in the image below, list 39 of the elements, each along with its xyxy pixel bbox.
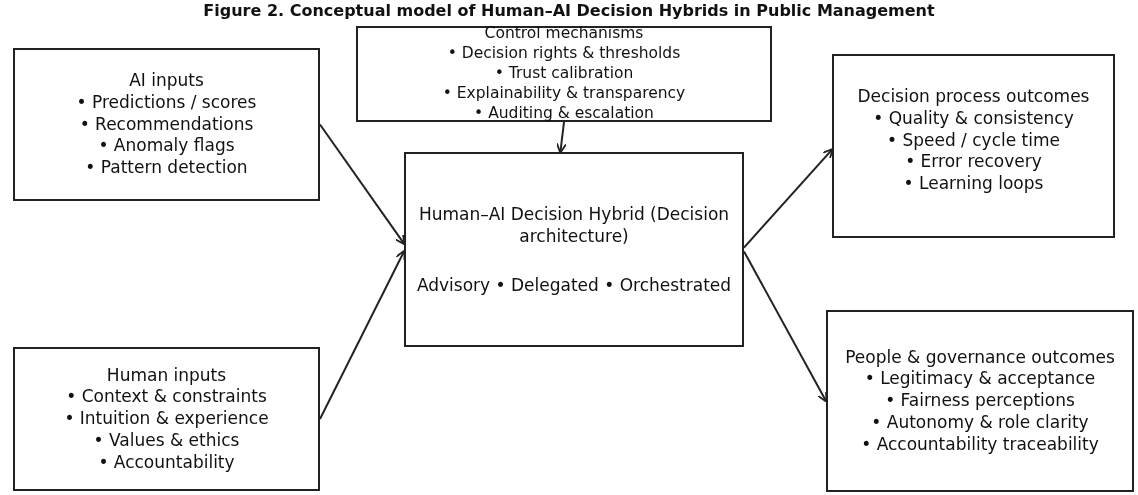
box-heading: Human inputs [106,364,227,387]
bullet-item: • Accountability traceability [861,433,1099,456]
arrow [743,250,828,403]
bullet-item: • Autonomy & role clarity [871,411,1089,434]
arrow [743,148,834,249]
box-heading: Control mechanisms [484,24,644,45]
concept-box [832,54,1115,238]
concept-box [826,310,1134,492]
box-heading: Decision process outcomes [857,86,1090,108]
arrow [319,249,406,420]
concept-box [404,152,744,347]
concept-box [13,347,320,491]
bullet-item: • Speed / cycle time [887,129,1060,152]
bullet-item: • Auditing & escalation [474,103,654,124]
concept-box [356,26,772,122]
bullet-item: • Fairness perceptions [885,390,1075,412]
arrow [556,121,567,154]
box-heading: People & governance outcomes [845,346,1115,369]
bullet-item: • Learning loops [903,173,1044,195]
figure-title: Figure 2. Conceptual model of Human–AI Decision Hybrids in Public Management [202,1,936,20]
bullet-item: • Trust calibration [494,64,634,84]
arrow [319,123,406,246]
bullet-item: • Predictions / scores [76,91,257,114]
bullet-item: • Context & constraints [66,386,267,409]
bullet-item: • Anomaly flags [98,135,235,158]
bullet-item: • Legitimacy & acceptance [864,368,1096,391]
box-heading: AI inputs [129,70,204,92]
bullet-item: • Decision rights & thresholds [447,44,681,65]
architecture-types: Advisory • Delegated • Orchestrated [416,273,732,296]
bullet-item: • Explainability & transparency [442,83,686,104]
bullet-item: • Pattern detection [85,157,248,179]
bullet-item: • Accountability [98,451,235,474]
concept-box [13,48,320,201]
bullet-item: • Error recovery [905,151,1042,173]
box-heading: Human–AI Decision Hybrid (Decision architecture) [417,203,731,248]
bullet-item: • Values & ethics [93,429,240,452]
bullet-item: • Intuition & experience [64,408,269,430]
bullet-item: • Recommendations [79,113,254,136]
bullet-item: • Quality & consistency [873,107,1074,130]
